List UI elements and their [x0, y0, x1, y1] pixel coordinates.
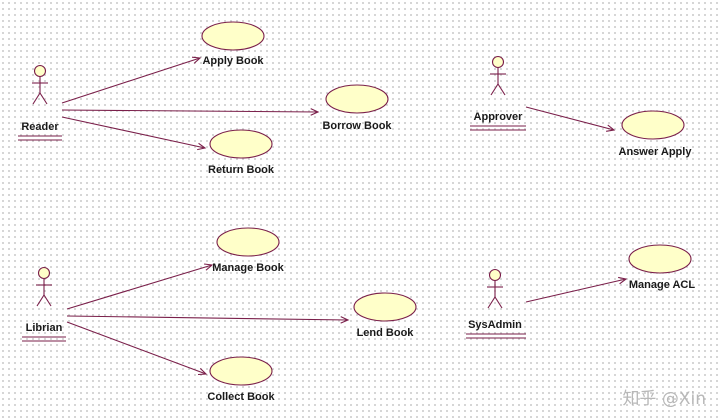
association-approver-answer_apply — [525, 106, 616, 132]
actor-label: SysAdmin — [468, 319, 522, 331]
actor-head-icon — [33, 64, 47, 78]
use-case-label: Answer Apply — [619, 146, 693, 158]
use-case-answer-apply[interactable]: Answer Apply — [619, 110, 693, 158]
use-case-collect-book[interactable]: Collect Book — [207, 356, 275, 403]
association-reader-return_book — [61, 116, 207, 151]
association-librian-lend_book — [66, 315, 350, 324]
association-sysadmin-manage_acl — [525, 276, 628, 303]
use-case-label: Return Book — [208, 164, 275, 176]
actor-label: Approver — [474, 111, 524, 123]
actor-head-icon — [488, 268, 502, 282]
actor-label: Librian — [26, 322, 63, 334]
use-case-label: Manage Book — [212, 262, 284, 274]
use-case-label: Apply Book — [202, 55, 264, 67]
association-librian-collect_book — [66, 321, 208, 376]
use-case-borrow-book[interactable]: Borrow Book — [322, 84, 392, 132]
actor-reader[interactable]: Reader — [18, 64, 62, 141]
watermark: 知乎 @Xin — [622, 389, 706, 409]
use-case-apply-book[interactable]: Apply Book — [201, 21, 265, 67]
actor-head-icon — [491, 55, 505, 69]
actor-librian[interactable]: Librian — [22, 266, 66, 342]
association-reader-borrow_book — [61, 108, 320, 116]
association-lines — [61, 56, 628, 376]
use-case-label: Manage ACL — [629, 279, 695, 291]
association-librian-manage_book — [66, 263, 214, 310]
use-case-label: Borrow Book — [322, 120, 392, 132]
use-case-manage-acl[interactable]: Manage ACL — [628, 244, 695, 291]
association-reader-apply_book — [61, 56, 202, 104]
actor-approver[interactable]: Approver — [470, 55, 526, 131]
use-case-label: Lend Book — [357, 327, 415, 339]
actor-head-icon — [37, 266, 51, 280]
actor-label: Reader — [21, 121, 59, 133]
use-case-label: Collect Book — [207, 391, 275, 403]
use-case-lend-book[interactable]: Lend Book — [353, 292, 417, 339]
use-case-manage-book[interactable]: Manage Book — [212, 227, 285, 274]
use-case-return-book[interactable]: Return Book — [208, 129, 275, 176]
actor-sysadmin[interactable]: SysAdmin — [466, 268, 526, 339]
